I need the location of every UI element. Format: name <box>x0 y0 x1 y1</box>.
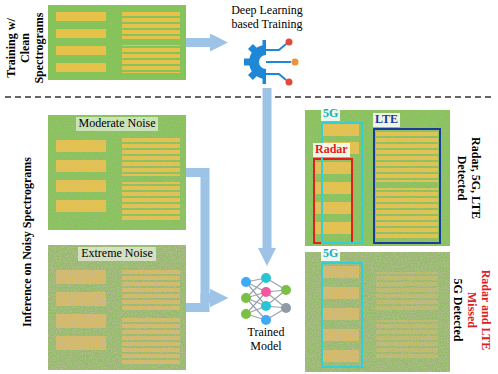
signal-block <box>122 11 180 39</box>
side-label: Radar, 5G, LTE Detected <box>454 123 482 233</box>
noise-texture <box>48 115 186 230</box>
section-label: Inference on Noisy Spectrograms <box>21 117 35 367</box>
flow-arrow <box>186 298 210 308</box>
box-label: 5G <box>321 247 340 261</box>
node-label: Extreme Noise <box>78 247 156 261</box>
side-label: 5G Detected <box>450 279 464 342</box>
circuit-dot <box>286 79 293 86</box>
detection-output: Radar, 5G, LTE DetectedRadar5GLTE <box>305 110 450 246</box>
network-unit <box>241 293 251 303</box>
spectrogram-ground <box>48 5 186 80</box>
flow-arrow <box>186 38 210 47</box>
network-unit <box>261 287 271 297</box>
spectrogram-ground <box>48 245 186 370</box>
neural-network-icon <box>241 273 291 325</box>
noisy-spectrogram: Extreme Noise <box>48 245 186 370</box>
extreme-spectrogram-image <box>48 245 186 370</box>
noisy-spectrogram: Moderate Noise <box>48 115 186 230</box>
detection-output: 5G DetectedRadar and LTE Missed5G <box>305 252 450 372</box>
rotated-label-group: Radar, 5G, LTE Detected <box>454 123 482 233</box>
side-label: Training w/ Clean Spectrograms <box>5 2 46 94</box>
circuit-dot <box>292 59 299 66</box>
rotated-label-group: 5G DetectedRadar and LTE Missed <box>450 254 491 366</box>
box-label-holder: 5G <box>321 247 340 261</box>
rotated-label-group: Training w/ Clean Spectrograms <box>5 2 46 94</box>
signal-block <box>56 29 106 38</box>
detection-spectrogram-image <box>305 110 450 246</box>
noise-texture <box>305 252 450 372</box>
network-unit <box>261 273 271 283</box>
network-unit <box>261 301 271 311</box>
signal-block <box>122 45 180 73</box>
flow-arrow <box>186 173 210 299</box>
network-unit <box>281 285 291 295</box>
signal-block <box>56 12 106 21</box>
flow-arrow <box>263 88 272 248</box>
detection-box: Radar <box>313 158 353 244</box>
box-label: 5G <box>321 107 340 121</box>
trained-model: Trained Model <box>228 266 304 356</box>
clean-spectrogram-image <box>48 5 186 80</box>
spectrogram-ground <box>305 110 450 246</box>
signal-block <box>56 46 106 55</box>
noise-tint <box>305 252 450 372</box>
side-label: Radar and LTE Missed <box>464 254 492 366</box>
detection-box: 5G <box>321 122 363 244</box>
box-label-holder: 5G <box>321 107 340 121</box>
spectrogram-ground <box>48 115 186 230</box>
network-unit <box>281 303 291 313</box>
box-label-holder: Radar <box>313 143 350 157</box>
clean-spectrogram: Training w/ Clean Spectrograms <box>48 5 186 80</box>
network-unit <box>261 315 271 325</box>
node-label: Moderate Noise <box>76 117 159 131</box>
noise-texture <box>48 245 186 370</box>
moderate-spectrogram-image <box>48 115 186 230</box>
noise-texture <box>305 110 450 246</box>
node-label: Deep Learning based Training <box>228 4 306 32</box>
detection-spectrogram-image <box>305 252 450 372</box>
detection-box: 5G <box>321 262 363 368</box>
separator-line <box>5 96 493 98</box>
box-label: Radar <box>313 143 350 157</box>
node-label: Trained Model <box>238 326 294 354</box>
signal-block <box>56 63 106 72</box>
spectrogram-ground <box>305 252 450 372</box>
detection-box: LTE <box>373 128 441 244</box>
network-link <box>246 278 286 320</box>
box-label-holder: LTE <box>373 113 400 127</box>
box-label: LTE <box>373 113 400 127</box>
network-unit <box>241 277 251 287</box>
gear-icon <box>244 38 299 86</box>
network-unit <box>241 309 251 319</box>
circuit-dot <box>286 39 293 46</box>
circuit-line <box>266 44 291 80</box>
noise-tint <box>48 245 186 370</box>
training-gear: Deep Learning based Training <box>228 2 306 88</box>
